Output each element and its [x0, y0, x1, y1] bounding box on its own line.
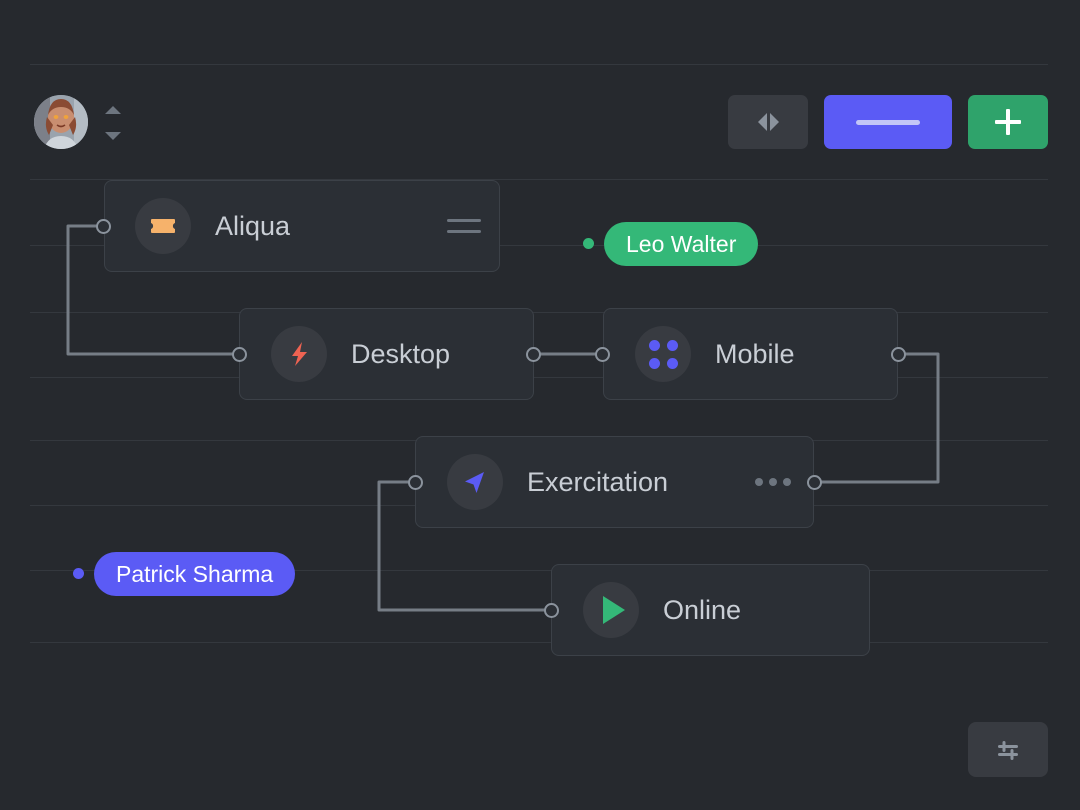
port-aliqua-left[interactable]: [96, 219, 111, 234]
port-mobile-right[interactable]: [891, 347, 906, 362]
port-exercitation-right[interactable]: [807, 475, 822, 490]
navigation-arrow-icon: [447, 454, 503, 510]
sliders-icon: [998, 740, 1018, 760]
node-card-desktop[interactable]: Desktop: [239, 308, 534, 400]
node-card-online[interactable]: Online: [551, 564, 870, 656]
status-dot-leo-walter: [583, 238, 594, 249]
grid-line-3: [30, 312, 1048, 313]
node-label-aliqua: Aliqua: [215, 210, 291, 241]
node-menu-exercitation[interactable]: [755, 478, 791, 486]
left-right-arrows-icon: [757, 113, 779, 131]
port-mobile-left[interactable]: [595, 347, 610, 362]
user-pill-patrick-sharma[interactable]: Patrick Sharma: [94, 552, 296, 596]
user-avatar[interactable]: [34, 95, 88, 149]
three-dots-icon: [755, 478, 791, 486]
plus-icon: [993, 107, 1023, 137]
edge-aliqua-to-desktop: [66, 224, 241, 356]
edge-exercitation-to-online: [377, 480, 553, 612]
port-online-left[interactable]: [544, 603, 559, 618]
settings-sliders-button[interactable]: [968, 722, 1048, 777]
horizontal-line-icon: [856, 119, 920, 125]
grid-line-8: [30, 642, 1048, 643]
user-pill-leo-walter[interactable]: Leo Walter: [604, 222, 759, 266]
node-label-exercitation: Exercitation: [527, 466, 669, 497]
node-label-mobile: Mobile: [715, 338, 795, 369]
play-icon: [583, 582, 639, 638]
port-exercitation-left[interactable]: [408, 475, 423, 490]
port-desktop-right[interactable]: [526, 347, 541, 362]
lightning-bolt-icon: [271, 326, 327, 382]
node-card-aliqua[interactable]: Aliqua: [104, 180, 500, 272]
node-label-online: Online: [663, 594, 742, 625]
chevron-down-icon[interactable]: [105, 132, 121, 140]
status-dot-patrick-sharma: [73, 568, 84, 579]
chevron-up-icon[interactable]: [105, 106, 121, 114]
edge-mobile-to-exercitation: [813, 352, 940, 484]
prev-next-button[interactable]: [728, 95, 808, 149]
grid-line-2: [30, 245, 1048, 246]
grid-line-4: [30, 377, 1048, 378]
node-card-mobile[interactable]: Mobile: [603, 308, 898, 400]
four-dots-grid-icon: [635, 326, 691, 382]
port-desktop-left[interactable]: [232, 347, 247, 362]
grid-line-0: [30, 64, 1048, 65]
grid-line-1: [30, 179, 1048, 180]
add-button[interactable]: [968, 95, 1048, 149]
hamburger-icon: [447, 218, 481, 234]
node-menu-aliqua[interactable]: [447, 218, 481, 234]
minimize-button[interactable]: [824, 95, 952, 149]
node-label-desktop: Desktop: [351, 338, 451, 369]
ticket-icon: [135, 198, 191, 254]
sort-stepper[interactable]: [104, 106, 122, 140]
grid-line-7: [30, 570, 1048, 571]
